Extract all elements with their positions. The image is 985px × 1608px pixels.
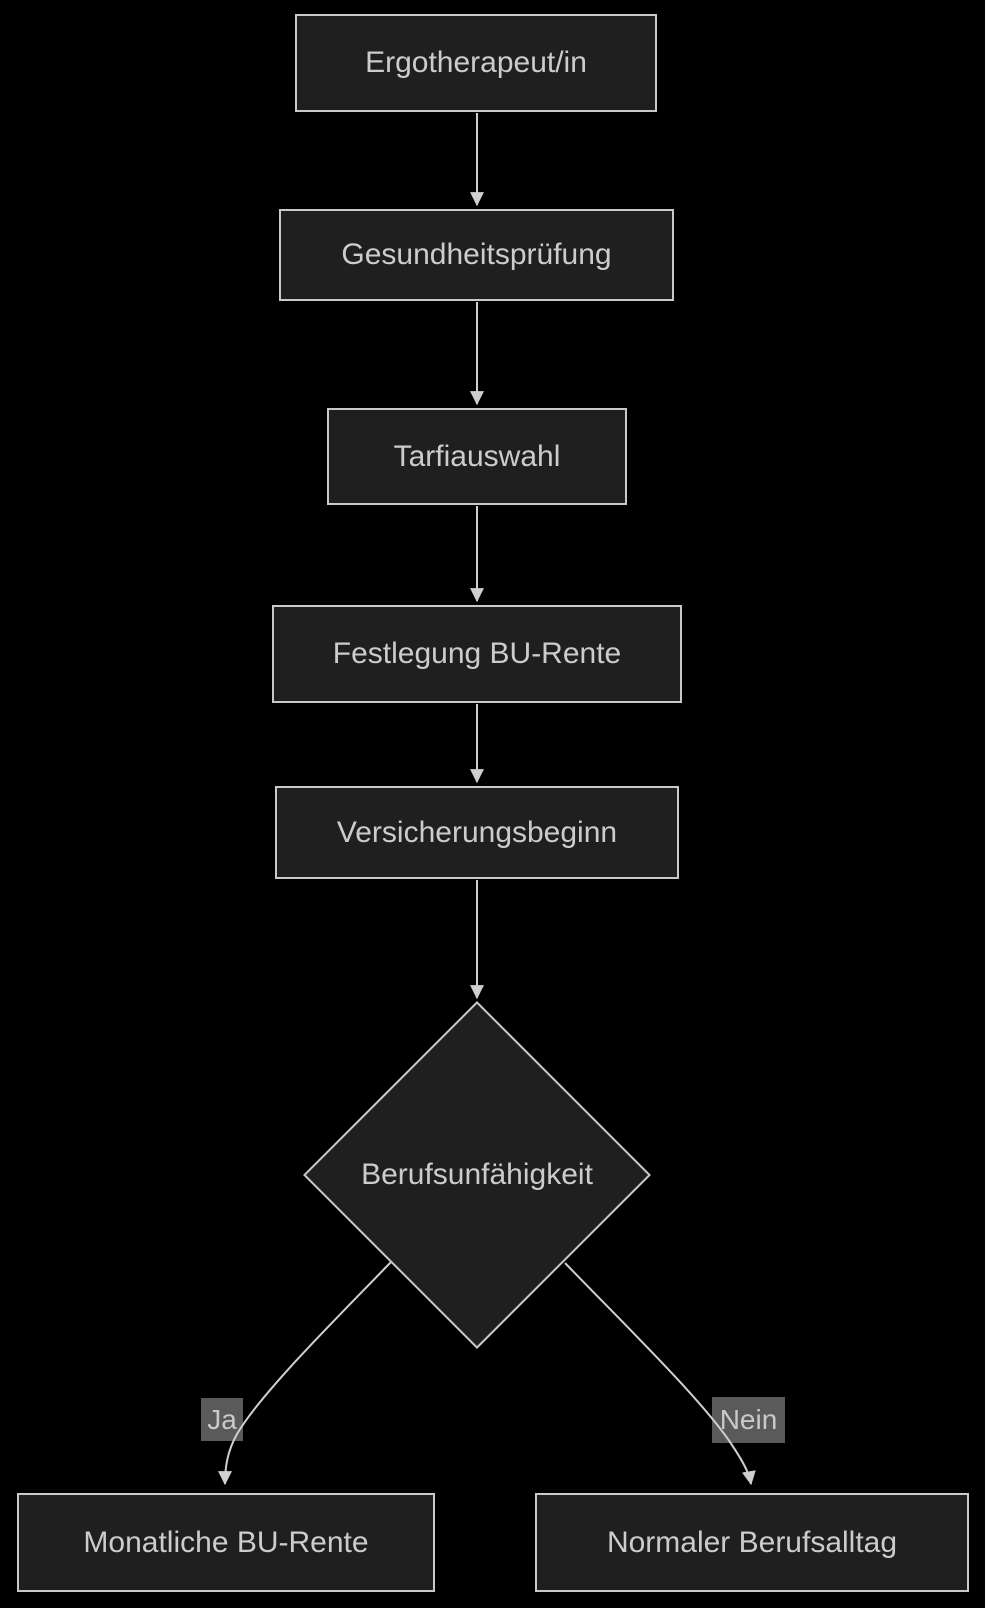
decision-berufsunfaehigkeit-label: Berufsunfähigkeit xyxy=(361,1158,593,1191)
node-ergotherapeut: Ergotherapeut/in xyxy=(295,14,657,112)
edge-label-ja: Ja xyxy=(201,1398,243,1441)
node-tarifauswahl: Tarfiauswahl xyxy=(327,408,627,505)
decision-berufsunfaehigkeit: Berufsunfähigkeit xyxy=(302,1150,652,1200)
node-versicherungsbeginn-label: Versicherungsbeginn xyxy=(336,815,618,849)
node-tarifauswahl-label: Tarfiauswahl xyxy=(393,439,561,473)
node-ergotherapeut-label: Ergotherapeut/in xyxy=(365,46,587,79)
node-monatliche-bu-rente-label: Monatliche BU-Rente xyxy=(83,1525,369,1559)
node-normaler-berufsalltag-label: Normaler Berufsalltag xyxy=(606,1525,898,1559)
edge-nein-normaler-berufsalltag xyxy=(564,1262,756,1486)
edge-label-ja-text: Ja xyxy=(207,1403,237,1435)
node-monatliche-bu-rente: Monatliche BU-Rente xyxy=(17,1493,435,1592)
node-festlegung-bu-rente-label: Festlegung BU-Rente xyxy=(332,637,622,670)
edge-label-nein-text: Nein xyxy=(719,1404,778,1435)
edge-label-nein: Nein xyxy=(712,1397,785,1443)
node-normaler-berufsalltag: Normaler Berufsalltag xyxy=(535,1493,969,1592)
node-versicherungsbeginn: Versicherungsbeginn xyxy=(275,786,679,879)
node-gesundheitspruefung: Gesundheitsprüfung xyxy=(279,209,674,301)
node-gesundheitspruefung-label: Gesundheitsprüfung xyxy=(341,238,612,271)
node-festlegung-bu-rente: Festlegung BU-Rente xyxy=(272,605,682,703)
edge-ja-monatliche-bu-rente xyxy=(218,1261,392,1486)
